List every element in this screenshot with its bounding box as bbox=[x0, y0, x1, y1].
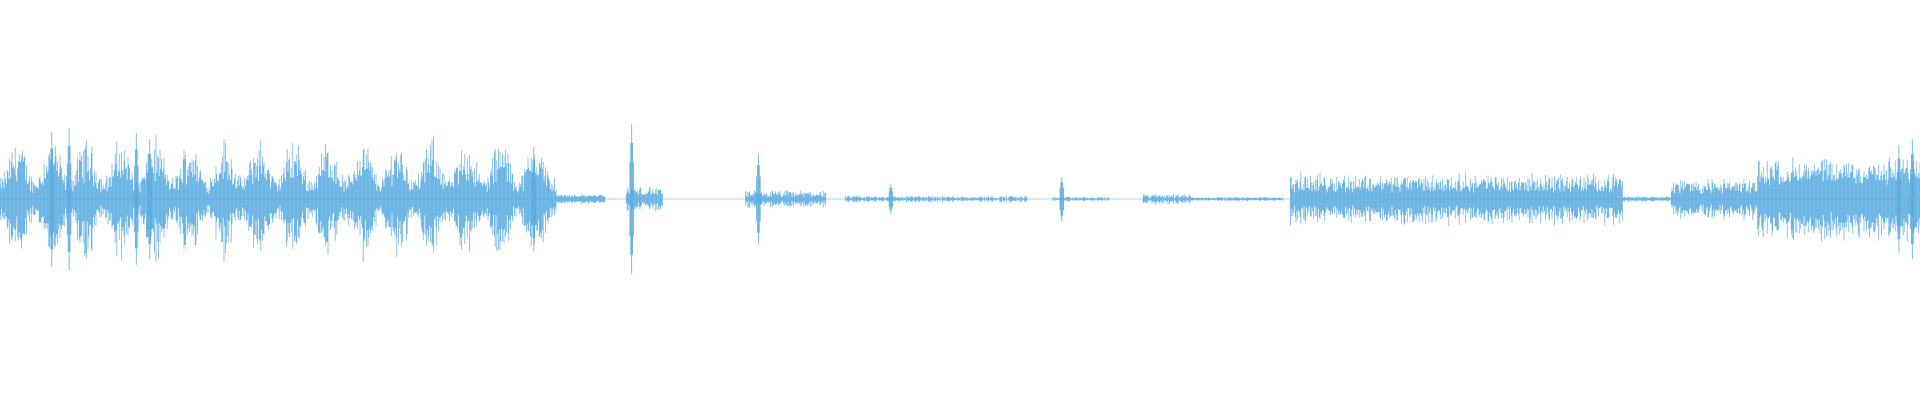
waveform-spike bbox=[1896, 145, 1902, 253]
waveform-spike bbox=[531, 146, 536, 252]
waveform-spike bbox=[1910, 139, 1915, 259]
waveform-spike bbox=[629, 124, 634, 274]
waveform-spike bbox=[147, 139, 152, 259]
waveform-spike bbox=[134, 133, 139, 265]
waveform-spike bbox=[66, 127, 72, 271]
waveform-spike bbox=[49, 131, 54, 267]
waveform-spike bbox=[756, 154, 761, 244]
waveform-spike bbox=[1059, 176, 1064, 222]
waveform-body bbox=[0, 134, 1920, 262]
waveform-spike bbox=[888, 184, 894, 214]
